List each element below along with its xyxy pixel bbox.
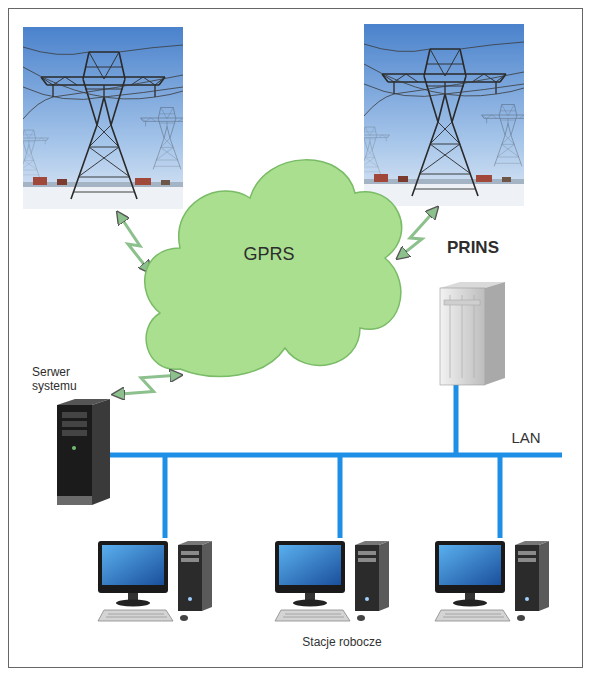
cloud-shape [145,160,402,377]
power-tower-photo [9,27,193,209]
workstation-icon [435,541,549,621]
workstation-icon [275,541,389,621]
wireless-link [114,375,181,394]
server-node: PRINS [432,238,514,388]
wireless-link [398,208,437,258]
group-label: Stacje robocze [280,636,404,650]
wireless-link [118,213,150,272]
node-text: PRINS [447,238,499,258]
node-text: Serwer systemu [28,366,94,394]
picture-frame [9,9,583,668]
server-node: Serwer systemu [28,366,114,508]
network-label: LAN [498,429,554,446]
workstation-icon [98,541,212,621]
lan-bus [95,383,562,538]
system-server-icon [57,399,110,505]
power-tower-photo [350,24,534,206]
network-cloud: GPRS [135,133,403,375]
node-text: GPRS [243,244,294,265]
prins-server-icon [440,282,505,385]
